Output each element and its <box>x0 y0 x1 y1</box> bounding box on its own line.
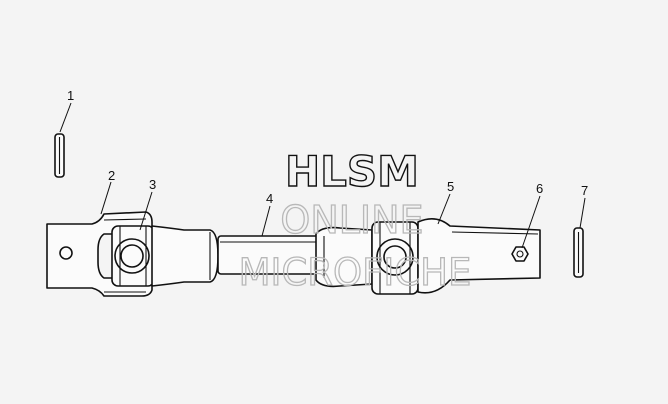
part-5-right-yoke <box>417 218 541 294</box>
left-shaft-yoke <box>151 225 219 287</box>
callout-4: 4 <box>266 191 273 206</box>
watermark-line-1: HLSM <box>285 147 419 196</box>
callout-5: 5 <box>447 179 454 194</box>
part-3-universal-joint-left <box>111 225 155 287</box>
part-6-nut <box>511 246 529 262</box>
callout-labels: 1 2 3 4 5 6 7 <box>67 88 588 206</box>
callout-7: 7 <box>581 183 588 198</box>
universal-joint-right <box>371 221 419 295</box>
callout-3: 3 <box>149 177 156 192</box>
leader-lines <box>59 102 586 249</box>
part-4-intermediate-shaft <box>217 235 323 275</box>
callout-2: 2 <box>108 168 115 183</box>
part-7-pin <box>573 227 584 278</box>
watermark-line-2: ONLINE <box>280 198 423 242</box>
watermark-line-3: MICROFICHE <box>239 251 472 294</box>
callout-6: 6 <box>536 181 543 196</box>
part-1-pin <box>54 133 65 178</box>
callout-1: 1 <box>67 88 74 103</box>
watermark: HLSM ONLINE MICROFICHE <box>238 146 472 294</box>
